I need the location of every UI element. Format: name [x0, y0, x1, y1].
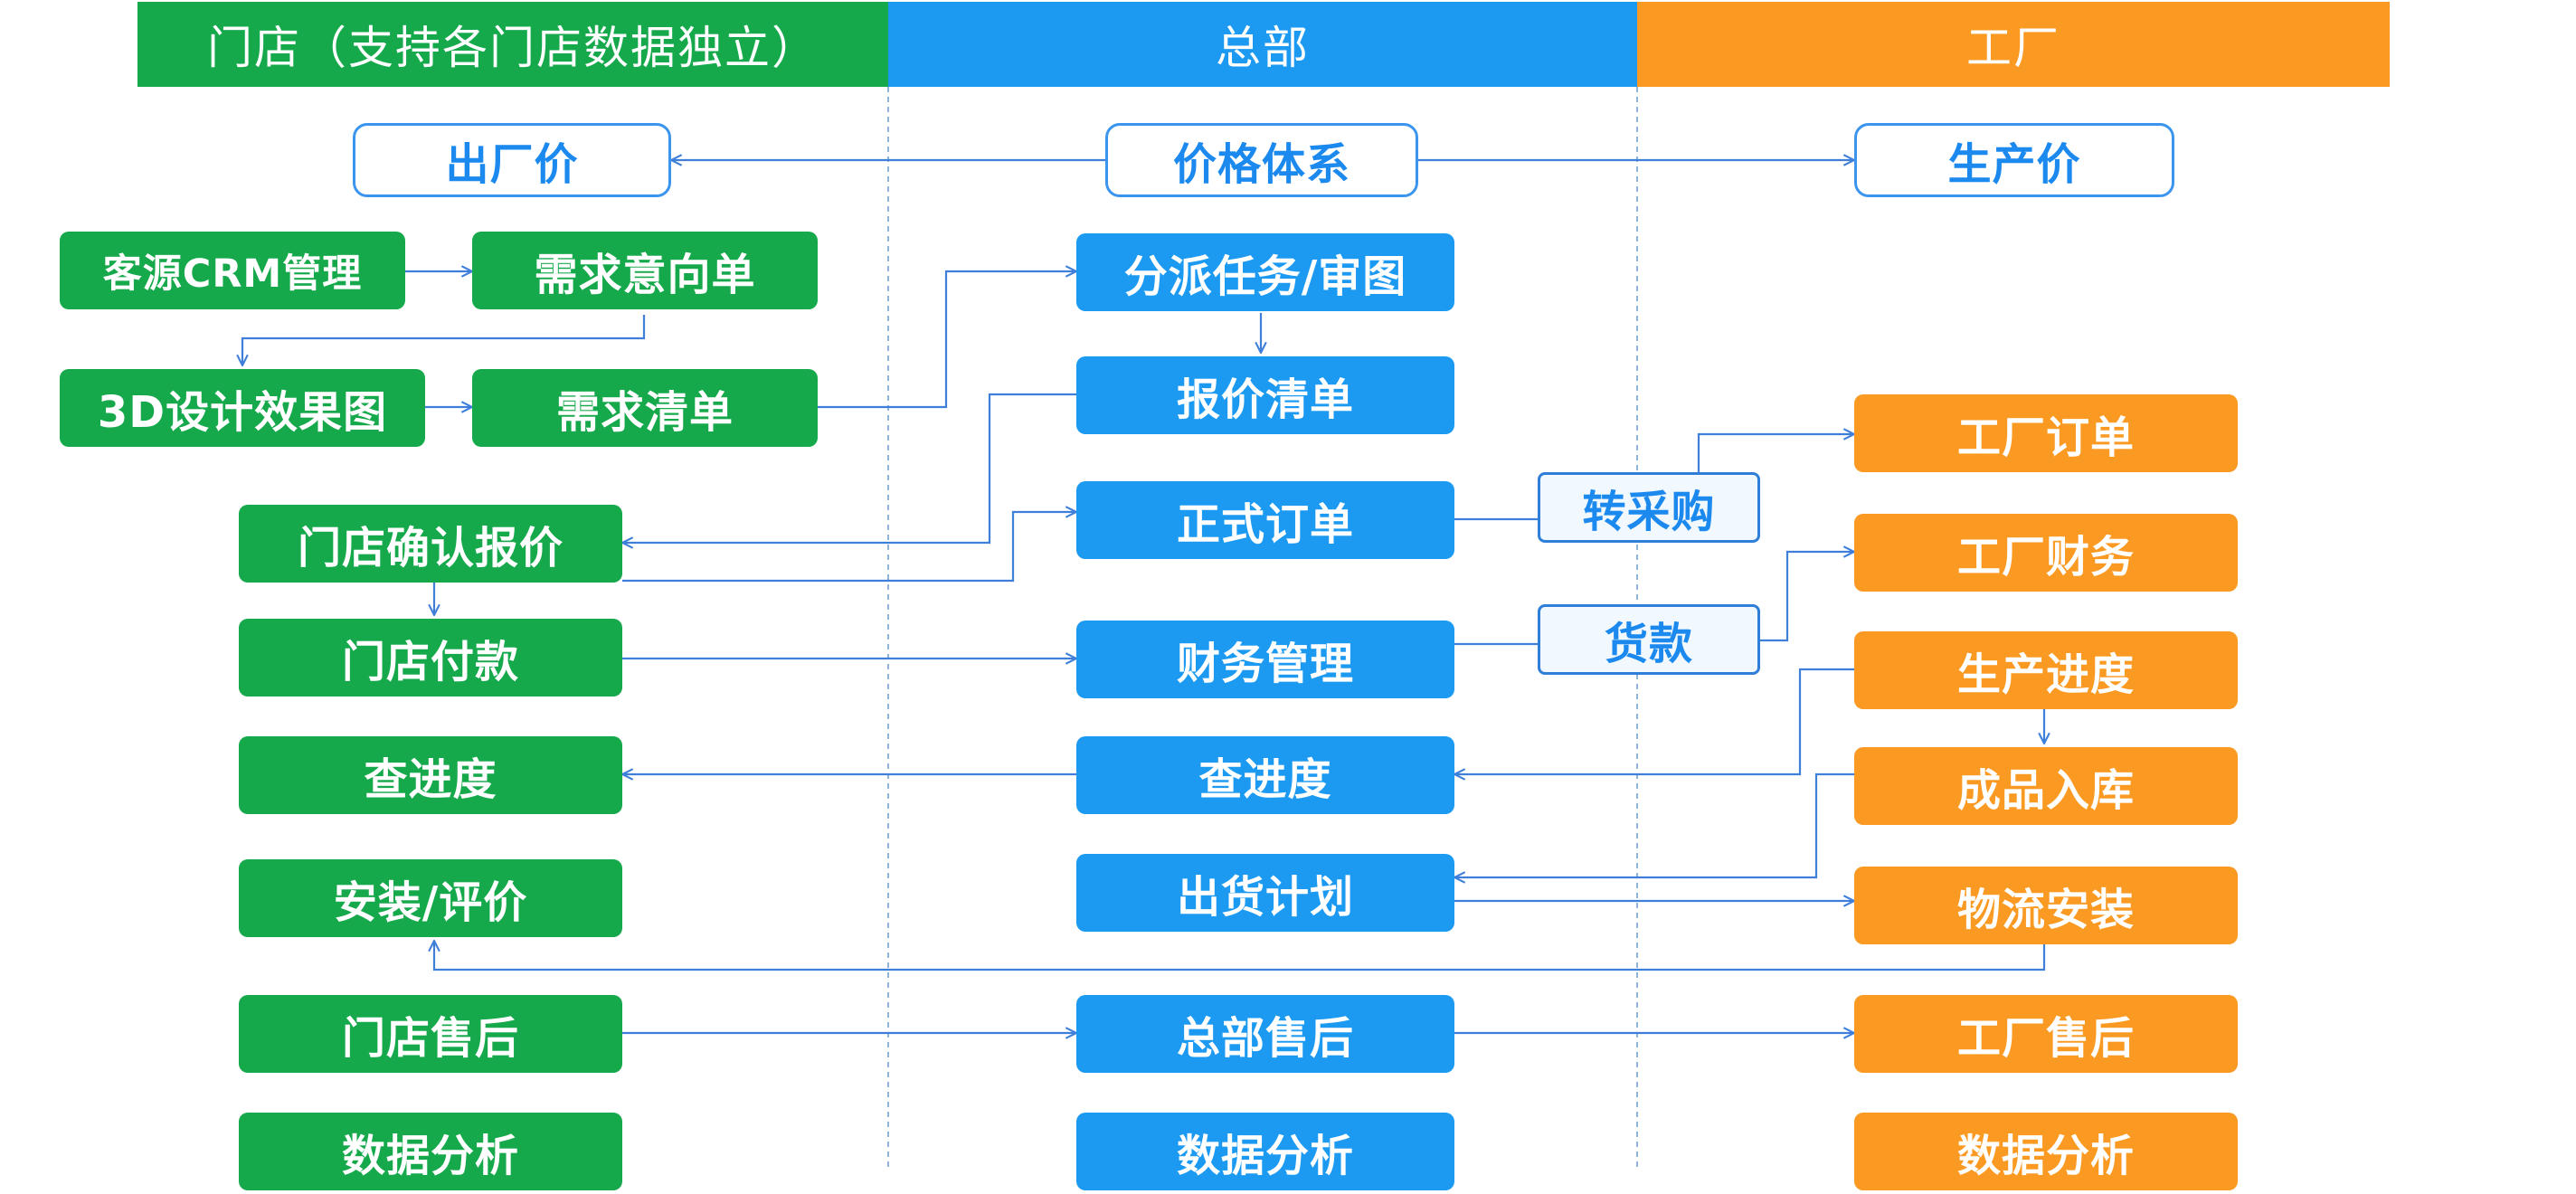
factory-finance: 工厂财务: [1854, 514, 2238, 592]
header-hq: 总部: [888, 2, 1637, 87]
factory-after-sales: 工厂售后: [1854, 995, 2238, 1073]
store-3d-design: 3D设计效果图: [60, 369, 425, 447]
hq-formal-order: 正式订单: [1076, 481, 1454, 559]
factory-warehousing: 成品入库: [1854, 747, 2238, 825]
store-price-box: 出厂价: [353, 123, 671, 197]
store-payment: 门店付款: [239, 619, 622, 696]
purchase-tag: 转采购: [1538, 472, 1760, 543]
arrow-confirm-to-order: [622, 512, 1076, 583]
factory-production-progress: 生产进度: [1854, 631, 2238, 709]
store-after-sales: 门店售后: [239, 995, 622, 1073]
hq-after-sales: 总部售后: [1076, 995, 1454, 1073]
factory-analytics: 数据分析: [1854, 1113, 2238, 1190]
header-factory: 工厂: [1637, 2, 2390, 87]
store-crm: 客源CRM管理: [60, 232, 405, 309]
store-analytics: 数据分析: [239, 1113, 622, 1190]
store-confirm-quote: 门店确认报价: [239, 505, 622, 583]
store-progress: 查进度: [239, 736, 622, 814]
hq-analytics: 数据分析: [1076, 1113, 1454, 1190]
arrow-demand-list-to-dispatch: [818, 271, 1076, 409]
store-install-review: 安装/评价: [239, 859, 622, 937]
factory-price-box: 生产价: [1854, 123, 2174, 197]
hq-shipping-plan: 出货计划: [1076, 854, 1454, 932]
payment-tag: 货款: [1538, 604, 1760, 675]
hq-quote-list: 报价清单: [1076, 356, 1454, 434]
arrow-logistics-to-install: [434, 941, 2046, 971]
hq-dispatch: 分派任务/审图: [1076, 233, 1454, 311]
factory-order: 工厂订单: [1854, 394, 2238, 472]
arrow-intent-to-design: [242, 315, 646, 365]
arrow-quote-to-confirm: [622, 393, 1076, 543]
factory-logistics-install: 物流安装: [1854, 867, 2238, 944]
hq-progress: 查进度: [1076, 736, 1454, 814]
hq-finance: 财务管理: [1076, 621, 1454, 698]
store-demand-list: 需求清单: [472, 369, 818, 447]
arrow-warehousing-to-shipping: [1454, 772, 1854, 877]
header-store: 门店（支持各门店数据独立）: [137, 2, 888, 87]
arrow-payment-to-factory-finance: [1760, 552, 1854, 642]
arrow-production-to-hq-progress: [1454, 668, 1854, 774]
store-demand-intent: 需求意向单: [472, 232, 818, 309]
price-system-box: 价格体系: [1105, 123, 1418, 197]
